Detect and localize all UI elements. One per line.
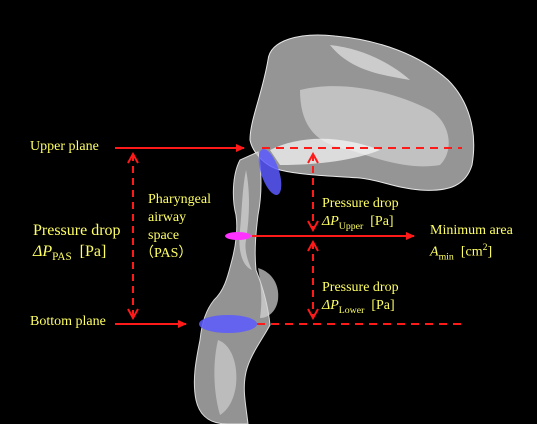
minimum-area-section [225,232,251,240]
pas-drop-symbol: ΔPPAS [Pa] [33,243,106,264]
pas-drop-title: Pressure drop [33,222,121,240]
bottom-plane-section [199,315,257,333]
upper-plane-label: Upper plane [30,139,99,155]
bottom-plane-label: Bottom plane [30,314,106,330]
